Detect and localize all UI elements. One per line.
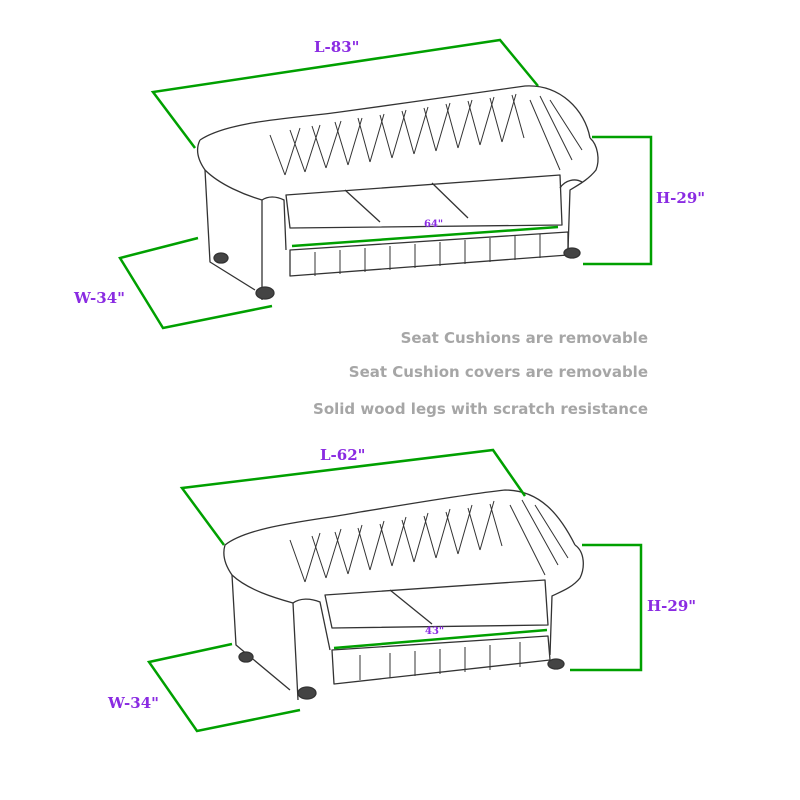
sofa-seat-dimension-line <box>291 225 559 248</box>
sofa-seat-label: 64" <box>424 219 443 230</box>
sofa-width-label: W-34" <box>73 289 125 307</box>
sofa-length-dimension-line <box>150 38 539 149</box>
loveseat-width-dimension-line <box>146 642 301 733</box>
loveseat-height-label: H-29" <box>647 597 696 615</box>
loveseat-length-dimension-line <box>179 448 527 546</box>
sofa-height-dimension-line <box>583 135 653 266</box>
sofa-length-label: L-83" <box>314 38 359 56</box>
loveseat-length-label: L-62" <box>320 446 365 464</box>
feature-seat-cushions: Seat Cushions are removable <box>400 329 648 347</box>
feature-cushion-covers: Seat Cushion covers are removable <box>348 363 648 381</box>
loveseat-height-dimension-line <box>570 543 643 672</box>
sofa-illustration <box>196 85 599 300</box>
loveseat-illustration <box>223 489 584 701</box>
sofa-width-dimension-line <box>118 236 273 330</box>
loveseat-seat-label: 43" <box>425 626 444 637</box>
sofa-height-label: H-29" <box>656 189 705 207</box>
loveseat-seat-dimension-line <box>333 628 548 650</box>
loveseat-width-label: W-34" <box>107 694 159 712</box>
feature-wood-legs: Solid wood legs with scratch resistance <box>313 400 648 418</box>
